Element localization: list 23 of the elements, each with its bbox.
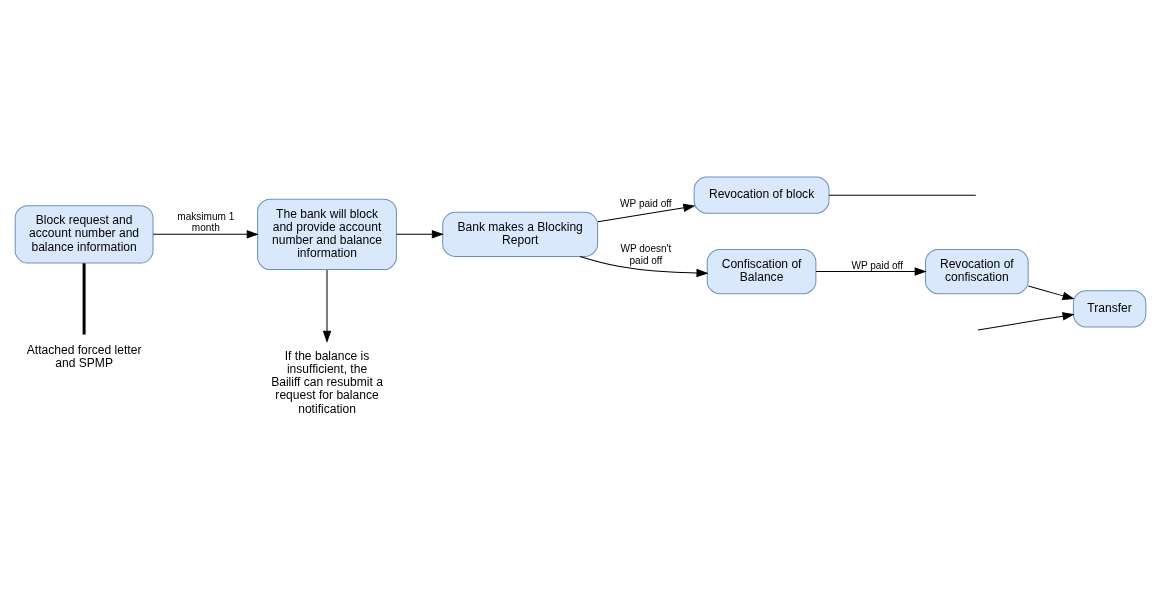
node-box: Block request and account number and balance information xyxy=(14,204,154,264)
arrow xyxy=(152,229,259,239)
edge-label: WP paid off xyxy=(851,259,904,271)
arrow xyxy=(322,268,332,343)
edge-label: WP paid off xyxy=(620,197,672,209)
node-text: If the balance is insufficient, the Bailiff can resubmit a request for balance notification xyxy=(271,348,383,415)
edge-label: maksimum 1 month xyxy=(177,210,235,233)
node-box: Revocation of confiscation xyxy=(925,248,1029,294)
arrow xyxy=(1027,284,1075,300)
node-box: Confiscation of Balance xyxy=(706,248,817,294)
node-box: Revocation of block xyxy=(693,176,830,214)
arrow xyxy=(977,311,1075,330)
node-text: Attached forced letter and SPMP xyxy=(26,342,142,370)
edge-label: WP doesn't paid off xyxy=(620,242,672,266)
arrow xyxy=(579,255,709,277)
arrow xyxy=(396,229,444,239)
node-box: Transfer xyxy=(1072,289,1147,327)
arrow xyxy=(597,203,696,222)
node-box: The bank will block and provide account number and balance information xyxy=(257,198,397,270)
arrow xyxy=(815,266,927,276)
node-box: Bank makes a Blocking Report xyxy=(442,211,599,257)
connector xyxy=(828,194,977,196)
connector xyxy=(82,262,86,335)
